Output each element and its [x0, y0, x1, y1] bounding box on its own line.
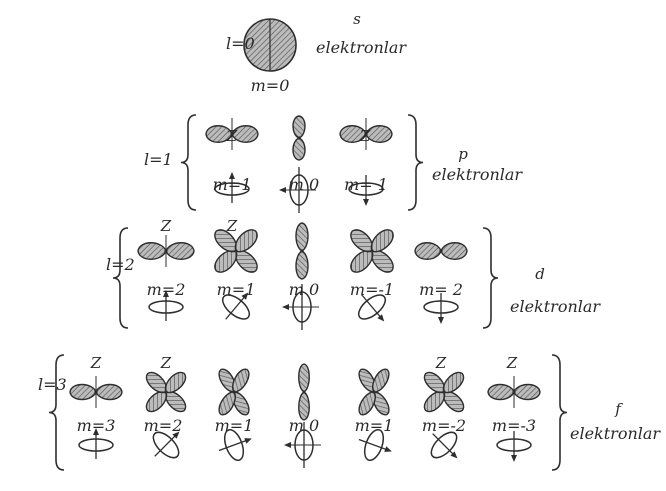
f-m-label-1: m=3 — [77, 416, 116, 435]
p-orbital-2 — [293, 116, 305, 160]
f-orbital-1 — [70, 376, 122, 408]
brace-left-l2 — [113, 228, 128, 328]
f-orbital-4 — [299, 364, 310, 420]
d-axis-z-2: Z — [227, 217, 237, 235]
brace-right-l3 — [552, 355, 567, 470]
d-m-label-1: m=2 — [147, 280, 186, 299]
p-axis-z-3: Z — [360, 127, 370, 145]
p-type-letter: p — [458, 145, 468, 163]
f-axis-z-6: Z — [436, 354, 446, 372]
f-orbital-5 — [356, 366, 392, 417]
f-axis-z-2: Z — [161, 354, 171, 372]
f-axis-z-1: Z — [91, 354, 101, 372]
f-m-label-3: m=1 — [215, 416, 254, 435]
f-type-letter: f — [615, 400, 621, 418]
l2-label: l=2 — [106, 255, 135, 274]
f-m-label-5: m=1 — [355, 416, 394, 435]
l0-label: l=0 — [226, 34, 255, 53]
d-m-label-3: m 0 — [289, 280, 319, 299]
p-m-label-3: m= 1 — [344, 175, 388, 194]
f-orbital-3 — [216, 366, 252, 417]
f-type-word: elektronlar — [570, 424, 660, 443]
d-orbital-3 — [296, 223, 308, 279]
l1-label: l=1 — [144, 150, 173, 169]
d-type-word: elektronlar — [510, 297, 600, 316]
s-type-letter: s — [353, 10, 361, 28]
f-m-label-6: m=-2 — [422, 416, 466, 435]
d-m-label-2: m=1 — [217, 280, 256, 299]
f-orbital-7 — [488, 376, 540, 408]
s-type-word: elektronlar — [316, 38, 406, 57]
d-m-label-5: m= 2 — [419, 280, 463, 299]
brace-right-l1 — [408, 115, 423, 210]
f-orbital-6 — [421, 369, 467, 415]
d-type-letter: d — [535, 265, 545, 283]
brace-left-l3 — [49, 355, 64, 470]
s-m0-label: m=0 — [251, 76, 290, 95]
p-type-word: elektronlar — [432, 165, 522, 184]
p-m-label-2: m 0 — [289, 175, 319, 194]
d-m-label-4: m=-1 — [350, 280, 394, 299]
f-m-label-4: m 0 — [289, 416, 319, 435]
f-orbital-2 — [143, 369, 189, 415]
p-axis-z-1: Z — [227, 127, 237, 145]
d-orbital-5 — [415, 243, 467, 260]
d-orbital-4 — [347, 226, 397, 276]
f-m-label-2: m=2 — [144, 416, 183, 435]
brace-left-l1 — [181, 115, 196, 210]
d-orbital-1 — [138, 235, 194, 267]
l3-label: l=3 — [38, 375, 67, 394]
f-m-label-7: m=-3 — [492, 416, 536, 435]
p-m-label-1: m=1 — [213, 175, 252, 194]
brace-right-l2 — [483, 228, 498, 328]
f-ring-7 — [497, 431, 531, 462]
f-axis-z-7: Z — [507, 354, 517, 372]
d-axis-z-1: Z — [161, 217, 171, 235]
